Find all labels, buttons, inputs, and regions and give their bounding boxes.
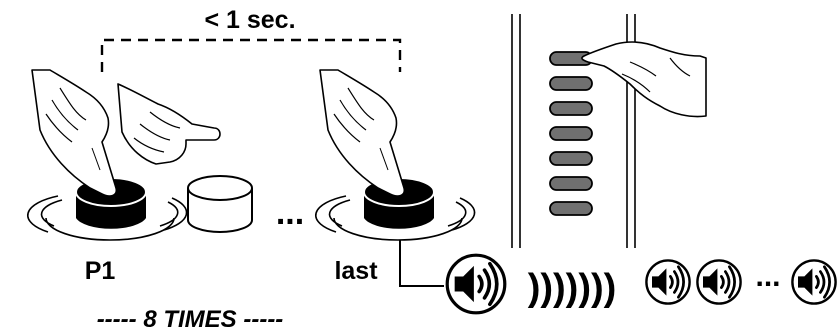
button-unpressed — [187, 175, 253, 233]
buttons-ellipsis: ... — [276, 194, 304, 232]
hand-pressing-last-icon — [319, 69, 406, 197]
small-speaker-icon-1 — [645, 259, 691, 305]
indicator-segment — [549, 176, 593, 191]
hand-pressing-p1-icon — [31, 69, 118, 197]
small-speaker-icon-3 — [791, 259, 837, 305]
indicator-segment — [549, 151, 593, 166]
connector-line — [399, 240, 444, 287]
indicator-segment — [549, 126, 593, 141]
hand-raised-icon — [117, 83, 221, 165]
indicator-segment — [549, 201, 593, 216]
button-last-label: last — [334, 257, 378, 285]
small-speaker-icon-2 — [696, 259, 742, 305]
timing-label: < 1 sec. — [204, 6, 295, 34]
indicator-segment — [549, 101, 593, 116]
button-first-label: P1 — [85, 257, 116, 285]
sound-ellipsis: ... — [755, 260, 780, 293]
large-speaker-icon — [445, 253, 507, 315]
sound-waves: ))))))) — [528, 267, 617, 309]
hand-touching-indicator-icon — [581, 41, 707, 118]
timing-bracket — [100, 38, 402, 72]
indicator-segment — [549, 76, 593, 91]
indicator-column — [549, 51, 593, 216]
repeat-label: ----- 8 TIMES ----- — [97, 306, 284, 333]
